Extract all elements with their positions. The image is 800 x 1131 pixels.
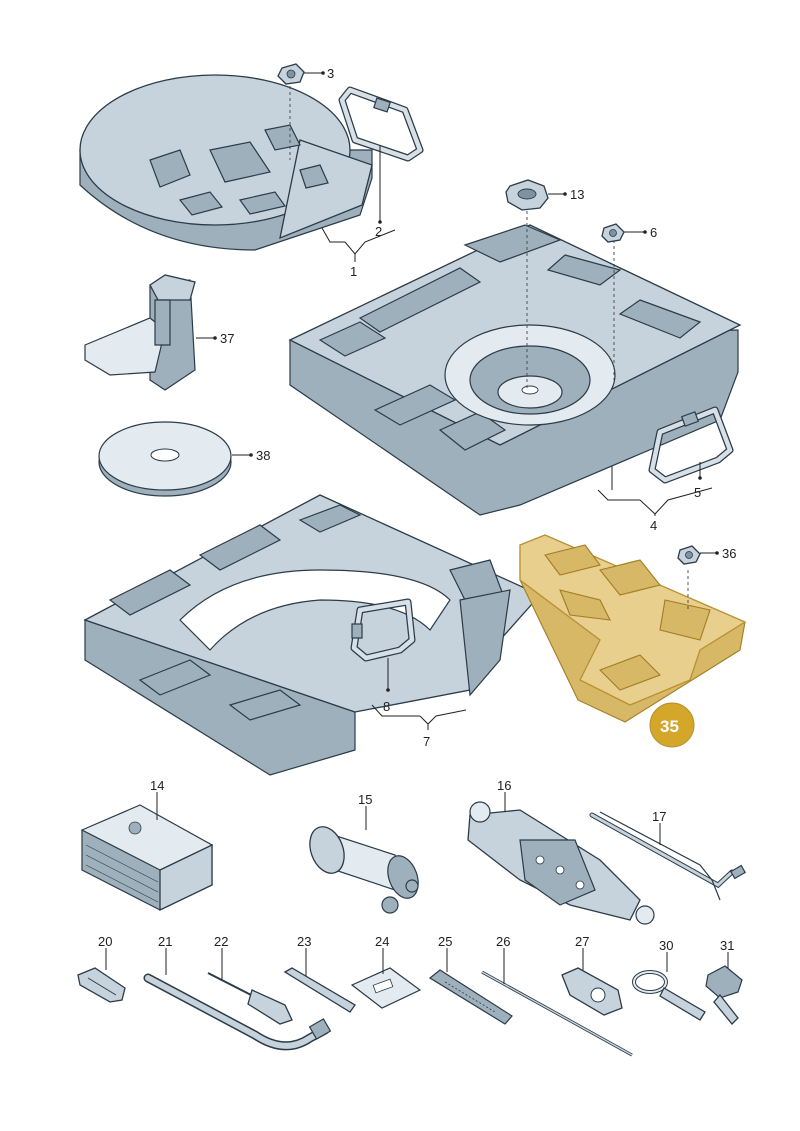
label-4: 4 xyxy=(650,518,657,533)
part-27-adapter: 27 xyxy=(561,934,623,1016)
part-5-strap: 5 xyxy=(648,406,734,500)
label-3: 3 xyxy=(327,66,334,81)
part-13-knob: 13 xyxy=(505,179,584,211)
label-22: 22 xyxy=(214,934,228,949)
label-6: 6 xyxy=(650,225,657,240)
label-27: 27 xyxy=(575,934,589,949)
part-23-pin: 23 xyxy=(283,934,356,1013)
part-6-nut: 6 xyxy=(601,223,657,243)
label-31: 31 xyxy=(720,938,734,953)
label-8: 8 xyxy=(383,699,390,714)
label-24: 24 xyxy=(375,934,389,949)
part-24-plate: 24 xyxy=(350,934,422,1009)
part-4-large-tray: 4 xyxy=(288,205,742,533)
part-21-wheel-brace: 21 xyxy=(143,934,332,1051)
label-20: 20 xyxy=(98,934,112,949)
part-17-rod: 17 xyxy=(589,809,747,901)
label-2: 2 xyxy=(375,224,382,239)
part-1-round-tray: 1 xyxy=(79,74,396,279)
label-25: 25 xyxy=(438,934,452,949)
label-13: 13 xyxy=(570,187,584,202)
label-38: 38 xyxy=(256,448,270,463)
label-1: 1 xyxy=(350,264,357,279)
part-7-ring-tray: 7 xyxy=(83,494,542,776)
part-14-compressor: 14 xyxy=(80,778,214,912)
label-30: 30 xyxy=(659,938,673,953)
part-38-disc: 38 xyxy=(98,421,270,497)
label-16: 16 xyxy=(497,778,511,793)
label-15: 15 xyxy=(358,792,372,807)
label-14: 14 xyxy=(150,778,164,793)
label-26: 26 xyxy=(496,934,510,949)
part-20-clip: 20 xyxy=(77,934,126,1003)
part-25-bit-holder: 25 xyxy=(428,934,513,1025)
callout-badge-35 xyxy=(649,702,695,748)
part-26-rod: 26 xyxy=(481,934,633,1057)
label-21: 21 xyxy=(158,934,172,949)
part-31-bolt: 31 xyxy=(705,938,743,1025)
part-37-bracket: 37 xyxy=(84,274,234,391)
part-3-nut: 3 xyxy=(277,63,334,85)
part-35-highlighted-insert: 35 xyxy=(519,534,747,748)
part-2-strap: 2 xyxy=(338,86,424,239)
label-35: 35 xyxy=(660,717,679,736)
part-36-nut: 36 xyxy=(677,545,736,565)
part-16-jack: 16 xyxy=(467,778,655,925)
label-17: 17 xyxy=(652,809,666,824)
label-7: 7 xyxy=(423,734,430,749)
part-8-strap: 8 xyxy=(350,598,416,714)
part-15-cylinder: 15 xyxy=(309,792,419,914)
label-23: 23 xyxy=(297,934,311,949)
label-36: 36 xyxy=(722,546,736,561)
part-22-screwdriver: 22 xyxy=(207,934,293,1025)
label-5: 5 xyxy=(694,485,701,500)
label-37: 37 xyxy=(220,331,234,346)
part-30-towing-eye: 30 xyxy=(632,938,706,1021)
